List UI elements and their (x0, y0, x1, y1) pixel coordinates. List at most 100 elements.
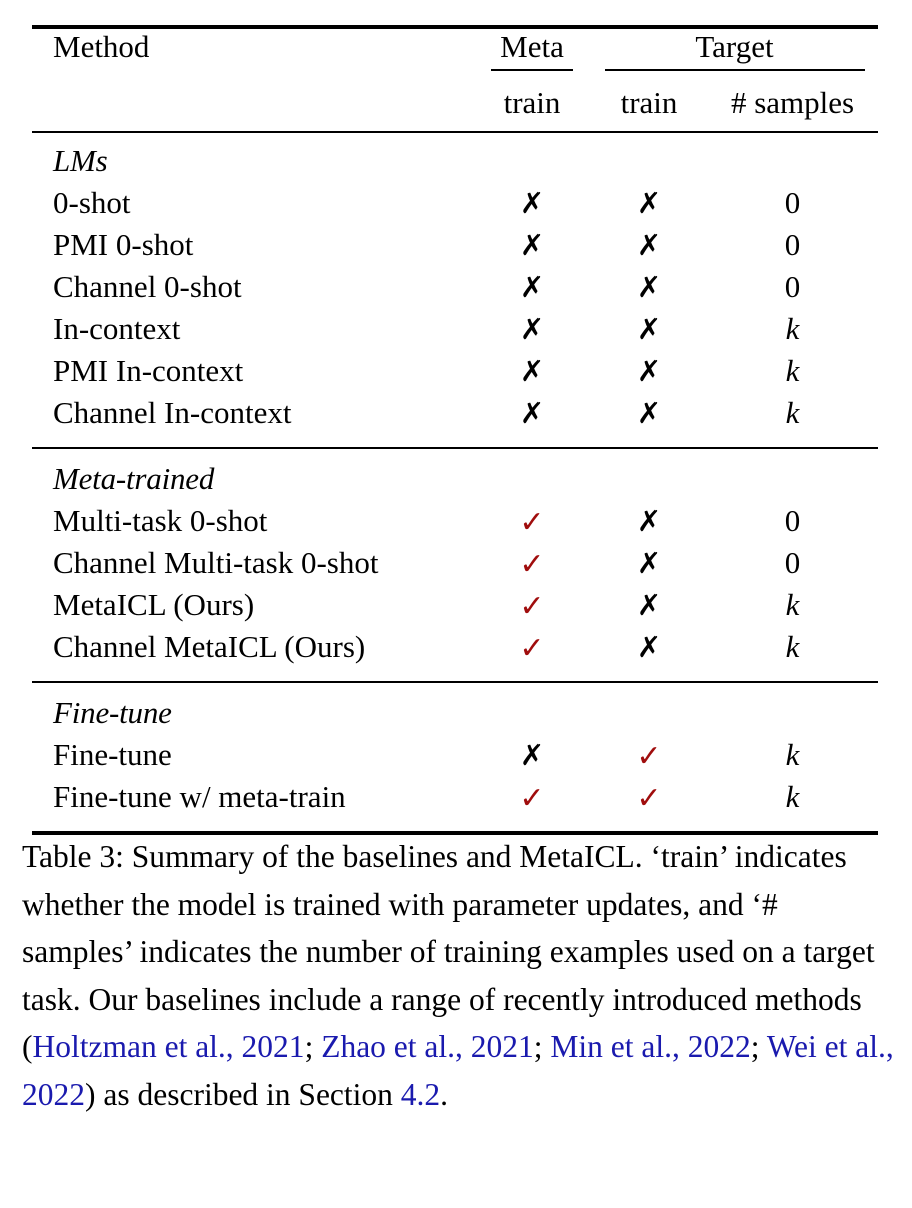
cell-method-name: PMI In-context (53, 353, 244, 388)
cell-target-samples: 0 (707, 269, 878, 311)
table-row: MetaICL (Ours)✓✗k (32, 587, 878, 629)
cell-method-name: In-context (53, 311, 181, 346)
cross-icon: ✗ (636, 354, 662, 388)
cross-icon: ✗ (519, 738, 545, 772)
section-heading-label: Fine-tune (53, 695, 172, 730)
table-row: Multi-task 0-shot ✓ ✗ 0 (32, 503, 878, 545)
cross-icon: ✗ (636, 588, 662, 622)
cell-method-name: Channel MetaICL (Ours) (53, 629, 366, 664)
table-row: Channel 0-shot ✗ ✗ 0 (32, 269, 878, 311)
cell-method-name: Channel Multi-task 0-shot (53, 545, 379, 580)
cell-meta-train: ✓ (473, 503, 591, 545)
column-header-target-train: train (620, 85, 678, 120)
caption-label: Table 3: (22, 839, 124, 874)
cell-meta-train: ✓ (473, 629, 591, 671)
cell-meta-train: ✗ (473, 311, 591, 353)
cell-target-samples: 0 (707, 545, 878, 587)
cell-target-samples: k (707, 587, 878, 629)
column-group-meta: Meta (473, 29, 591, 81)
section-heading-label: Meta-trained (53, 461, 215, 496)
caption-text-part-3: . (440, 1076, 449, 1112)
table-header-rule (32, 131, 878, 133)
section-spacer (32, 671, 878, 681)
samples-value: k (785, 779, 800, 814)
cell-target-samples: k (707, 353, 878, 395)
table-header-row-sub: train train # samples (32, 81, 878, 131)
samples-value: 0 (784, 503, 801, 538)
cell-target-samples: k (707, 779, 878, 821)
cell-target-samples: k (707, 311, 878, 353)
samples-value: 0 (784, 545, 801, 580)
cross-icon: ✗ (636, 186, 662, 220)
table-top-rule (32, 25, 878, 29)
table-bottom-rule (32, 831, 878, 835)
citation-min[interactable]: Min et al., 2022 (550, 1029, 751, 1064)
table-row: PMI In-context ✗ ✗ k (32, 353, 878, 395)
cell-method-name: PMI 0-shot (53, 227, 194, 262)
cell-meta-train: ✗ (473, 395, 591, 437)
section-divider-rule (32, 447, 878, 449)
cross-icon: ✗ (636, 270, 662, 304)
check-icon: ✓ (636, 739, 662, 774)
cell-method-name: Channel 0-shot (53, 269, 242, 304)
samples-value: k (785, 311, 800, 346)
table-row: PMI 0-shot✗✗0 (32, 227, 878, 269)
cell-meta-train: ✗ (473, 737, 591, 779)
cell-meta-train: ✗ (473, 269, 591, 311)
cell-method-name: Channel In-context (53, 395, 292, 430)
table-caption: Table 3: Summary of the baselines and Me… (22, 833, 894, 1118)
cell-target-train: ✗ (591, 227, 707, 269)
section-spacer (32, 437, 878, 447)
citation-wei[interactable]: Wei et al., 2022 (22, 1029, 894, 1112)
cell-target-train: ✗ (591, 545, 707, 587)
cell-meta-train: ✗ (473, 227, 591, 269)
column-group-target: Target (591, 29, 878, 81)
cell-method-name: Fine-tune w/ meta-train (53, 779, 346, 814)
check-icon: ✓ (519, 781, 545, 816)
samples-value: 0 (784, 185, 801, 220)
cell-method-name: Multi-task 0-shot (53, 503, 268, 538)
column-header-method-spacer (32, 81, 473, 131)
check-icon: ✓ (519, 505, 545, 540)
samples-value: k (785, 353, 800, 388)
cell-method-name: 0-shot (53, 185, 131, 220)
table-row: Channel MetaICL (Ours)✓✗k (32, 629, 878, 671)
cell-target-train: ✗ (591, 185, 707, 227)
cross-icon: ✗ (636, 396, 662, 430)
cross-icon: ✗ (519, 186, 545, 220)
cross-icon: ✗ (519, 354, 545, 388)
check-icon: ✓ (519, 547, 545, 582)
citation-zhao[interactable]: Zhao et al., 2021 (321, 1029, 534, 1064)
cross-icon: ✗ (636, 504, 662, 538)
cross-icon: ✗ (519, 312, 545, 346)
caption-text-part-2: ) as described in Section (85, 1076, 401, 1112)
citation-holtzman[interactable]: Holtzman et al., 2021 (32, 1029, 305, 1064)
column-header-meta-train: train (503, 85, 561, 120)
section-heading-row: Fine-tune (32, 683, 878, 737)
caption-sep-3: ; (750, 1029, 767, 1064)
table-header-row-groups: Method Meta Target (32, 29, 878, 81)
table-row: 0-shot ✗ ✗ 0 (32, 185, 878, 227)
section-link-4-2[interactable]: 4.2 (400, 1076, 441, 1112)
check-icon: ✓ (636, 781, 662, 816)
section-heading-row: LMs (32, 133, 878, 185)
table-row: Channel Multi-task 0-shot ✓ ✗ 0 (32, 545, 878, 587)
cell-target-train: ✗ (591, 629, 707, 671)
cell-target-train: ✗ (591, 353, 707, 395)
cell-meta-train: ✓ (473, 545, 591, 587)
cross-icon: ✗ (636, 546, 662, 580)
section-heading-row: Meta-trained (32, 449, 878, 503)
check-icon: ✓ (519, 589, 545, 624)
cross-icon: ✗ (636, 630, 662, 664)
cell-target-samples: 0 (707, 227, 878, 269)
cell-target-train: ✗ (591, 269, 707, 311)
caption-sep-1: ; (304, 1029, 322, 1064)
cell-target-samples: k (707, 737, 878, 779)
cell-method-name: Fine-tune (53, 737, 172, 772)
cell-target-train: ✗ (591, 587, 707, 629)
cell-target-samples: 0 (707, 185, 878, 227)
column-header-method: Method (53, 29, 150, 64)
